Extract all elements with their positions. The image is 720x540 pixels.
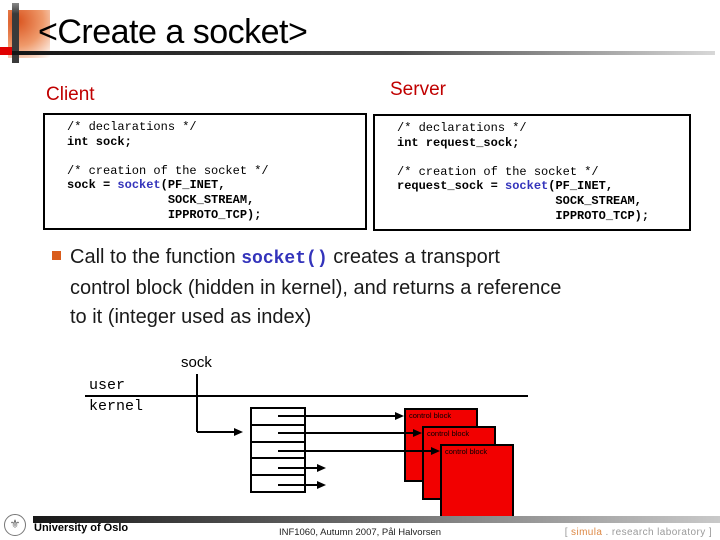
code-comment: /* creation of the socket */ xyxy=(67,163,269,178)
sock-pointer-line xyxy=(197,431,235,433)
simula-bracket: ] xyxy=(705,527,712,538)
pointer-arrowhead-icon xyxy=(395,412,404,420)
pointer-arrowhead-icon xyxy=(413,429,422,437)
code-blank-line xyxy=(67,149,365,164)
user-label: user xyxy=(89,377,126,394)
pointer-line xyxy=(278,450,431,452)
descriptor-table-row xyxy=(252,426,304,443)
bullet-marker xyxy=(52,251,61,260)
code-call-line: IPPROTO_TCP); xyxy=(67,207,262,222)
title-underline xyxy=(12,51,715,55)
code-call-line: SOCK_STREAM, xyxy=(67,192,255,207)
server-code-box: /* declarations */ int request_sock; /* … xyxy=(373,114,691,231)
code-call-line: sock = socket(PF_INET, xyxy=(67,178,365,193)
control-block-box: control block xyxy=(440,444,514,518)
control-block-label: control block xyxy=(427,429,470,438)
code-call-line: IPPROTO_TCP); xyxy=(397,208,650,223)
code-call-post: (PF_INET, xyxy=(548,179,614,194)
pointer-line xyxy=(278,432,413,434)
client-heading: Client xyxy=(46,84,95,105)
pointer-arrowhead-icon xyxy=(317,464,326,472)
socket-function-name: socket xyxy=(505,179,549,194)
code-comment: /* declarations */ xyxy=(67,120,197,134)
bullet-text-segment: Call to the function xyxy=(70,246,242,268)
footer-gradient-bar xyxy=(33,516,720,523)
simula-rest: . research laboratory xyxy=(602,527,706,538)
sock-arrowhead-icon xyxy=(234,428,243,436)
simula-name: simula xyxy=(571,527,603,538)
simula-bracket: [ xyxy=(564,527,572,538)
page-title: <Create a socket> xyxy=(38,13,308,51)
pointer-arrowhead-icon xyxy=(317,481,326,489)
code-declaration: int request_sock; xyxy=(397,135,520,150)
footer-university-name: University of Oslo xyxy=(34,522,129,534)
client-code-box: /* declarations */ int sock; /* creation… xyxy=(43,113,367,230)
sock-label: sock xyxy=(181,354,212,371)
code-call-line: SOCK_STREAM, xyxy=(397,193,642,208)
footer-course-info: INF1060, Autumn 2007, Pål Halvorsen xyxy=(278,527,442,538)
control-block-label: control block xyxy=(409,411,452,420)
bullet-paragraph: Call to the function socket() creates a … xyxy=(70,243,690,332)
server-heading: Server xyxy=(390,79,446,100)
socket-function-name: socket xyxy=(117,178,161,193)
code-call-post: (PF_INET, xyxy=(160,178,226,193)
code-call-pre: sock = xyxy=(67,178,118,193)
code-call-line: request_sock = socket(PF_INET, xyxy=(397,179,689,194)
descriptor-table-row xyxy=(252,443,304,460)
kernel-label: kernel xyxy=(89,398,144,415)
user-kernel-boundary-line xyxy=(85,395,528,397)
code-comment: /* declarations */ xyxy=(397,121,527,135)
title-accent-vertical-bar xyxy=(12,3,19,63)
title-accent-red-bar xyxy=(0,47,12,55)
descriptor-table-row xyxy=(252,409,304,426)
pointer-line xyxy=(278,415,396,417)
footer-simula-logo: [ simula . research laboratory ] xyxy=(565,527,712,538)
university-seal-icon: ⚜ xyxy=(4,514,26,536)
sock-pointer-line xyxy=(196,374,198,432)
code-declaration: int sock; xyxy=(67,134,132,149)
inline-socket-code: socket() xyxy=(241,249,328,269)
bullet-line: control block (hidden in kernel), and re… xyxy=(70,277,562,299)
pointer-arrowhead-icon xyxy=(431,447,440,455)
bullet-line: to it (integer used as index) xyxy=(70,306,312,328)
pointer-line xyxy=(278,467,317,469)
bullet-text-segment: creates a transport xyxy=(327,246,500,268)
code-call-pre: request_sock = xyxy=(397,179,506,194)
control-block-label: control block xyxy=(445,447,488,456)
descriptor-table-row xyxy=(252,459,304,477)
bullet-line: Call to the function socket() creates a … xyxy=(70,243,690,274)
code-comment: /* creation of the socket */ xyxy=(397,164,599,179)
pointer-line xyxy=(278,484,317,486)
code-blank-line xyxy=(397,150,689,165)
